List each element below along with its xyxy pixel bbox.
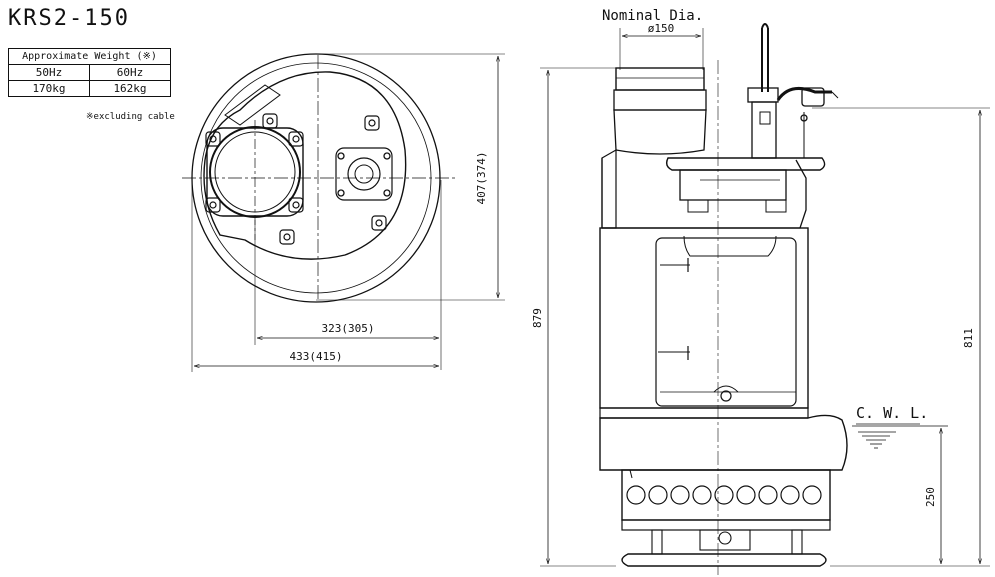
base-ring	[621, 553, 827, 567]
pump-casing	[599, 414, 848, 471]
plan-height-label: 407(374)	[475, 152, 488, 205]
cwl-height-label: 811	[962, 328, 975, 348]
weight-table: Approximate Weight (※) 50Hz 60Hz 170kg 1…	[8, 48, 171, 97]
weight-note: ※excluding cable	[86, 112, 175, 122]
plan-outer-width-label: 433(415)	[290, 350, 343, 363]
total-height-label: 879	[531, 308, 544, 328]
cwl-label: C. W. L.	[856, 404, 928, 422]
plan-inner-width-label: 323(305)	[322, 322, 375, 335]
discharge-outlet	[615, 67, 705, 91]
nominal-dia-label: Nominal Dia.	[602, 8, 703, 24]
side-view	[540, 23, 990, 575]
weight-50hz: 170kg	[8, 80, 90, 97]
freq-50hz: 50Hz	[8, 64, 90, 81]
cwl-to-bottom-label: 250	[924, 487, 937, 507]
plan-view	[182, 53, 505, 372]
cable-hub	[335, 147, 393, 201]
motor-housing	[599, 227, 809, 409]
nominal-dia-value: ø150	[648, 22, 675, 35]
model-name: KRS2-150	[8, 6, 130, 31]
weight-60hz: 162kg	[89, 80, 171, 97]
top-plate	[665, 157, 826, 171]
